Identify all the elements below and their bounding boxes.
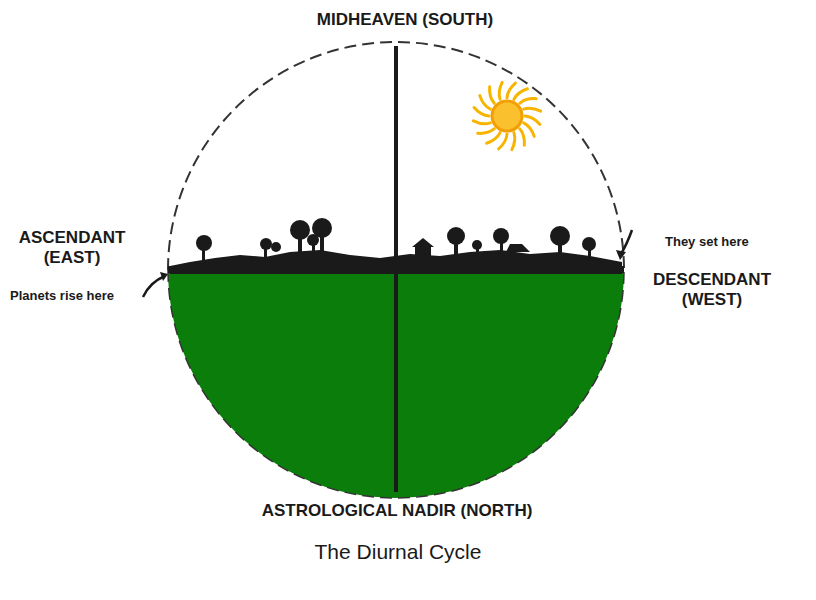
caption: The Diurnal Cycle <box>248 539 548 564</box>
set-arrowhead <box>616 250 626 260</box>
sun-symbol <box>473 82 540 149</box>
sun-ray <box>525 116 540 124</box>
sun-ray <box>499 82 502 99</box>
sun-ray <box>473 121 490 124</box>
meridian-line <box>394 46 398 492</box>
sun-ray <box>487 133 500 144</box>
sun-ray <box>490 87 495 104</box>
sun-ray <box>524 123 535 136</box>
sun-ray <box>524 108 541 111</box>
sun-ray <box>507 83 515 98</box>
rise-arrowhead <box>160 272 168 281</box>
set-note: They set here <box>665 234 805 250</box>
sun-ray <box>480 96 491 109</box>
sun-ray <box>520 129 525 146</box>
rise-note: Planets rise here <box>10 288 150 304</box>
nadir-label: ASTROLOGICAL NADIR (NORTH) <box>217 501 577 521</box>
ascendant-label: ASCENDANT (EAST) <box>7 228 137 269</box>
descendant-label: DESCENDANT (WEST) <box>637 270 787 311</box>
sun-ray <box>514 89 527 100</box>
sun-ray <box>520 99 537 104</box>
sun-ray <box>512 133 515 150</box>
sun-ray <box>499 134 507 149</box>
sun-ray <box>474 108 489 116</box>
set-arrow <box>621 230 632 254</box>
midheaven-label: MIDHEAVEN (SOUTH) <box>275 10 535 30</box>
sun-ray <box>478 129 495 134</box>
rise-arrow <box>143 276 165 297</box>
